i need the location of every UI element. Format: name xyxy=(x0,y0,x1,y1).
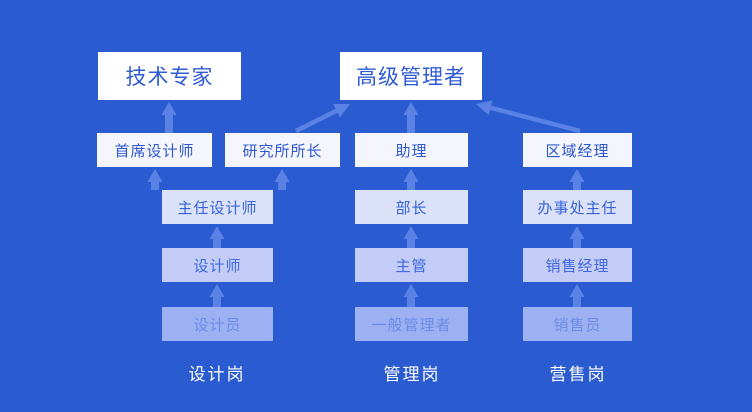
arrow-general-manager-to-supervisor xyxy=(403,284,419,307)
arrow-assistant-to-senior-manager xyxy=(403,102,419,133)
arrow-department-head-to-assistant xyxy=(403,169,419,190)
arrow-supervisor-to-department-head xyxy=(403,226,419,248)
org-node[interactable]: 销售员 xyxy=(523,307,632,341)
org-node[interactable]: 技术专家 xyxy=(98,52,241,100)
arrow-senior-designer-to-chief-designer xyxy=(147,169,163,190)
org-node[interactable]: 区域经理 xyxy=(523,133,632,167)
org-node[interactable]: 销售经理 xyxy=(523,248,632,282)
arrow-senior-designer-to-institute-head xyxy=(274,169,290,190)
arrow-junior-designer-to-designer xyxy=(209,284,225,307)
arrow-regional-manager-to-senior-manager xyxy=(476,100,581,134)
column-label: 设计岗 xyxy=(188,365,246,384)
org-node[interactable]: 设计员 xyxy=(162,307,273,341)
arrow-sales-manager-to-office-director xyxy=(569,226,585,248)
org-node[interactable]: 主管 xyxy=(355,248,468,282)
org-node[interactable]: 助理 xyxy=(355,133,468,167)
org-node[interactable]: 主任设计师 xyxy=(162,190,273,224)
arrow-chief-designer-to-technical-expert xyxy=(161,102,177,133)
org-node[interactable]: 首席设计师 xyxy=(97,133,212,167)
org-node[interactable]: 研究所所长 xyxy=(225,133,340,167)
org-node[interactable]: 办事处主任 xyxy=(523,190,632,224)
arrow-designer-to-senior-designer xyxy=(209,226,225,248)
org-node[interactable]: 一般管理者 xyxy=(355,307,468,341)
column-label: 管理岗 xyxy=(383,365,441,384)
org-node[interactable]: 部长 xyxy=(355,190,468,224)
column-label: 营售岗 xyxy=(549,365,607,384)
arrow-office-director-to-regional-manager xyxy=(569,169,585,190)
arrow-salesperson-to-sales-manager xyxy=(569,284,585,307)
org-node[interactable]: 设计师 xyxy=(162,248,273,282)
org-node[interactable]: 高级管理者 xyxy=(340,52,482,100)
arrow-institute-head-to-senior-manager xyxy=(294,104,350,134)
